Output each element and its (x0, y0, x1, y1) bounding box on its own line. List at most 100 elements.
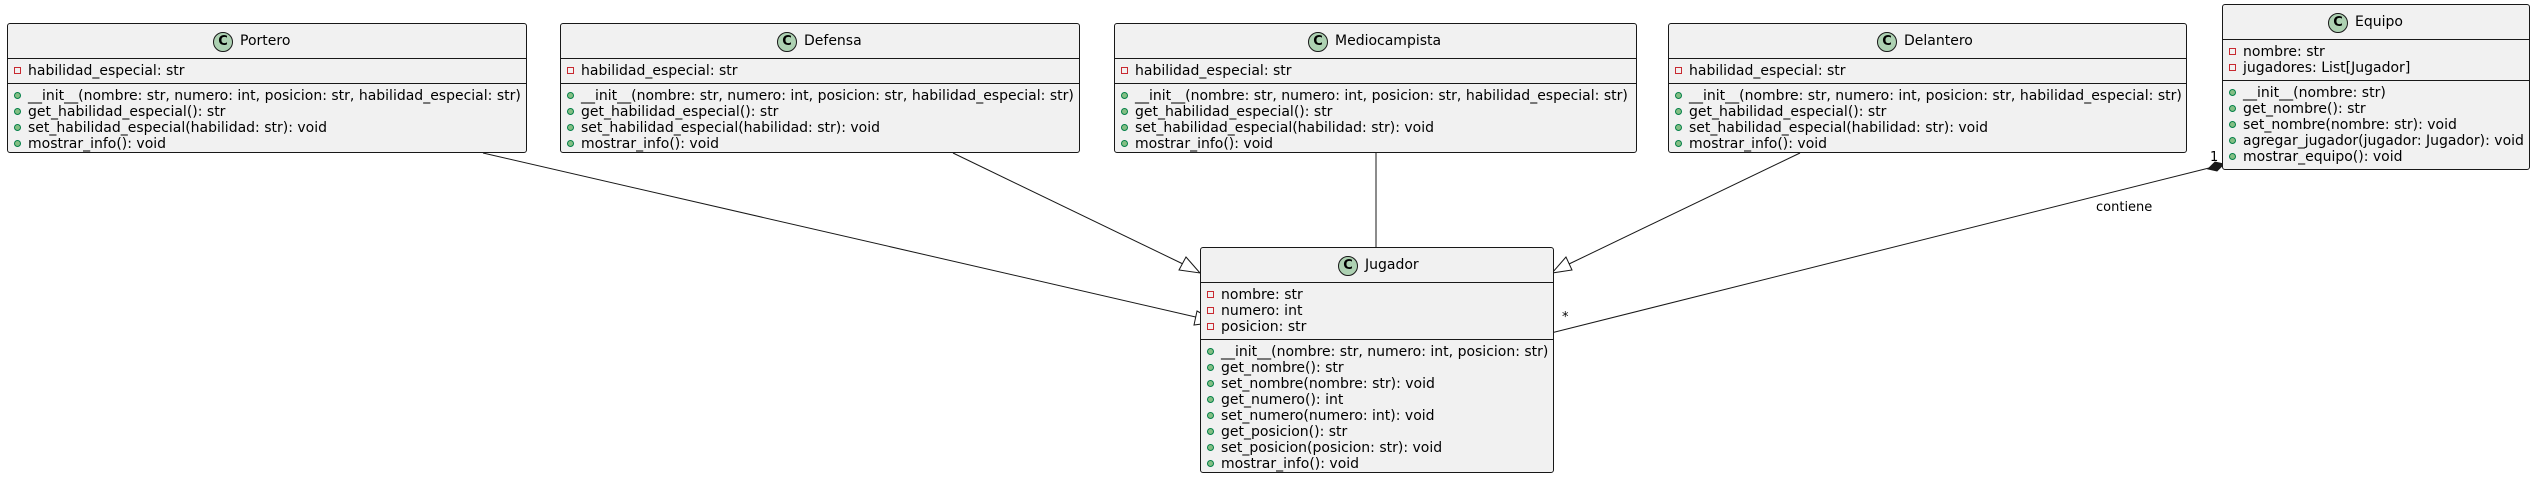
method-row: get_habilidad_especial(): str (8, 104, 526, 120)
method-row: set_nombre(nombre: str): void (2223, 117, 2529, 133)
public-visibility-icon (1207, 444, 1214, 451)
class-name: Equipo (2355, 14, 2403, 30)
public-visibility-icon (1121, 92, 1128, 99)
composition-diamond (2207, 161, 2225, 172)
class-jugador[interactable]: C Jugador nombre: str numero: int posici… (1200, 247, 1554, 473)
public-visibility-icon (567, 124, 574, 131)
attribute-row: nombre: str (1201, 287, 1553, 303)
class-stereotype-icon: C (213, 32, 233, 52)
method-row: __init__(nombre: str, numero: int, posic… (561, 88, 1079, 104)
class-delantero[interactable]: C Delantero habilidad_especial: str __in… (1668, 23, 2187, 153)
method-row: __init__(nombre: str, numero: int, posic… (1669, 88, 2186, 104)
class-mediocampista[interactable]: C Mediocampista habilidad_especial: str … (1114, 23, 1637, 153)
method-row: get_nombre(): str (1201, 360, 1553, 376)
class-equipo[interactable]: C Equipo nombre: str jugadores: List[Jug… (2222, 4, 2530, 170)
generalization-arrowhead (1550, 256, 1573, 274)
public-visibility-icon (1675, 124, 1682, 131)
private-visibility-icon (14, 67, 21, 74)
method-row: mostrar_equipo(): void (2223, 149, 2529, 165)
method-row: mostrar_info(): void (1201, 456, 1553, 472)
method-row: get_habilidad_especial(): str (561, 104, 1079, 120)
class-stereotype-icon: C (1308, 32, 1328, 52)
public-visibility-icon (567, 140, 574, 147)
public-visibility-icon (2229, 89, 2236, 96)
attribute-row: habilidad_especial: str (1669, 63, 2186, 79)
private-visibility-icon (1207, 307, 1214, 314)
method-row: get_posicion(): str (1201, 424, 1553, 440)
private-visibility-icon (1121, 67, 1128, 74)
private-visibility-icon (2229, 48, 2236, 55)
class-name: Jugador (1365, 257, 1419, 273)
public-visibility-icon (14, 108, 21, 115)
private-visibility-icon (1207, 291, 1214, 298)
public-visibility-icon (1675, 140, 1682, 147)
attribute-row: numero: int (1201, 303, 1553, 319)
private-visibility-icon (2229, 64, 2236, 71)
public-visibility-icon (1207, 364, 1214, 371)
method-row: mostrar_info(): void (8, 136, 526, 152)
class-portero[interactable]: C Portero habilidad_especial: str __init… (7, 23, 527, 153)
method-row: agregar_jugador(jugador: Jugador): void (2223, 133, 2529, 149)
public-visibility-icon (1675, 108, 1682, 115)
public-visibility-icon (2229, 153, 2236, 160)
private-visibility-icon (567, 67, 574, 74)
public-visibility-icon (14, 124, 21, 131)
association-equipo-jugador (1550, 165, 2218, 334)
method-row: mostrar_info(): void (1669, 136, 2186, 152)
method-row: set_habilidad_especial(habilidad: str): … (561, 120, 1079, 136)
private-visibility-icon (1207, 323, 1214, 330)
method-row: get_habilidad_especial(): str (1669, 104, 2186, 120)
method-row: __init__(nombre: str, numero: int, posic… (1115, 88, 1636, 104)
public-visibility-icon (1675, 92, 1682, 99)
public-visibility-icon (1207, 428, 1214, 435)
class-stereotype-icon: C (777, 32, 797, 52)
class-defensa[interactable]: C Defensa habilidad_especial: str __init… (560, 23, 1080, 153)
public-visibility-icon (1207, 396, 1214, 403)
attribute-row: habilidad_especial: str (1115, 63, 1636, 79)
class-name: Delantero (1904, 33, 1973, 49)
public-visibility-icon (1121, 108, 1128, 115)
method-row: get_numero(): int (1201, 392, 1553, 408)
public-visibility-icon (14, 140, 21, 147)
class-name: Mediocampista (1335, 33, 1442, 49)
private-visibility-icon (1675, 67, 1682, 74)
method-row: __init__(nombre: str) (2223, 85, 2529, 101)
method-row: mostrar_info(): void (561, 136, 1079, 152)
class-name: Defensa (804, 33, 862, 49)
class-name: Portero (240, 33, 291, 49)
method-row: __init__(nombre: str, numero: int, posic… (8, 88, 526, 104)
method-row: set_habilidad_especial(habilidad: str): … (8, 120, 526, 136)
public-visibility-icon (2229, 121, 2236, 128)
public-visibility-icon (14, 92, 21, 99)
public-visibility-icon (2229, 137, 2236, 144)
public-visibility-icon (1121, 124, 1128, 131)
public-visibility-icon (567, 92, 574, 99)
generalization-arrowhead (1178, 256, 1202, 274)
source-multiplicity-label: 1 (2210, 150, 2219, 165)
method-row: get_nombre(): str (2223, 101, 2529, 117)
method-row: get_habilidad_especial(): str (1115, 104, 1636, 120)
target-multiplicity-label: * (1562, 310, 1569, 325)
attribute-row: jugadores: List[Jugador] (2223, 60, 2529, 76)
method-row: set_habilidad_especial(habilidad: str): … (1669, 120, 2186, 136)
public-visibility-icon (1207, 380, 1214, 387)
association-label: contiene (2096, 200, 2153, 215)
public-visibility-icon (2229, 105, 2236, 112)
class-stereotype-icon: C (1877, 32, 1897, 52)
attribute-row: habilidad_especial: str (8, 63, 526, 79)
method-row: mostrar_info(): void (1115, 136, 1636, 152)
public-visibility-icon (1121, 140, 1128, 147)
generalization-defensa-jugador (952, 152, 1184, 265)
method-row: set_posicion(posicion: str): void (1201, 440, 1553, 456)
method-row: __init__(nombre: str, numero: int, posic… (1201, 344, 1553, 360)
method-row: set_habilidad_especial(habilidad: str): … (1115, 120, 1636, 136)
attribute-row: nombre: str (2223, 44, 2529, 60)
attribute-row: posicion: str (1201, 319, 1553, 335)
public-visibility-icon (567, 108, 574, 115)
attribute-row: habilidad_especial: str (561, 63, 1079, 79)
class-stereotype-icon: C (1338, 256, 1358, 276)
method-row: set_numero(numero: int): void (1201, 408, 1553, 424)
method-row: set_nombre(nombre: str): void (1201, 376, 1553, 392)
class-stereotype-icon: C (2328, 13, 2348, 33)
